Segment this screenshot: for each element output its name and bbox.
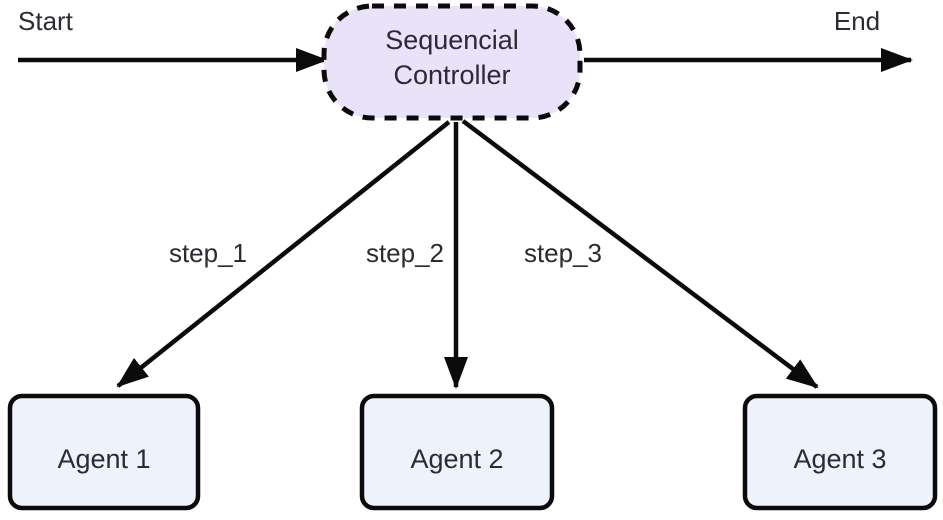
end-label: End — [834, 6, 880, 36]
agent-1-node: Agent 1 — [7, 393, 201, 511]
edge-label-step-1: step_1 — [169, 238, 247, 268]
agent-2-box — [359, 393, 555, 511]
controller-node — [321, 3, 583, 121]
agent-3-label: Agent 3 — [793, 444, 886, 474]
agent-1-box — [7, 393, 201, 511]
edge-label-step-2: step_2 — [366, 238, 444, 268]
edge-step1-controller-to-agent1 — [116, 120, 451, 388]
start-label: Start — [18, 6, 74, 36]
agent-2-node: Agent 2 — [359, 393, 555, 511]
agent-3-node: Agent 3 — [742, 393, 938, 511]
agent-1-label: Agent 1 — [57, 444, 150, 474]
agent-2-label: Agent 2 — [410, 444, 503, 474]
controller-label-line2: Controller — [393, 60, 510, 90]
controller-label-line1: Sequencial — [385, 25, 519, 55]
agent-3-box — [742, 393, 938, 511]
edge-label-step-3: step_3 — [524, 238, 602, 268]
edge-step3-controller-to-agent3 — [461, 119, 819, 389]
